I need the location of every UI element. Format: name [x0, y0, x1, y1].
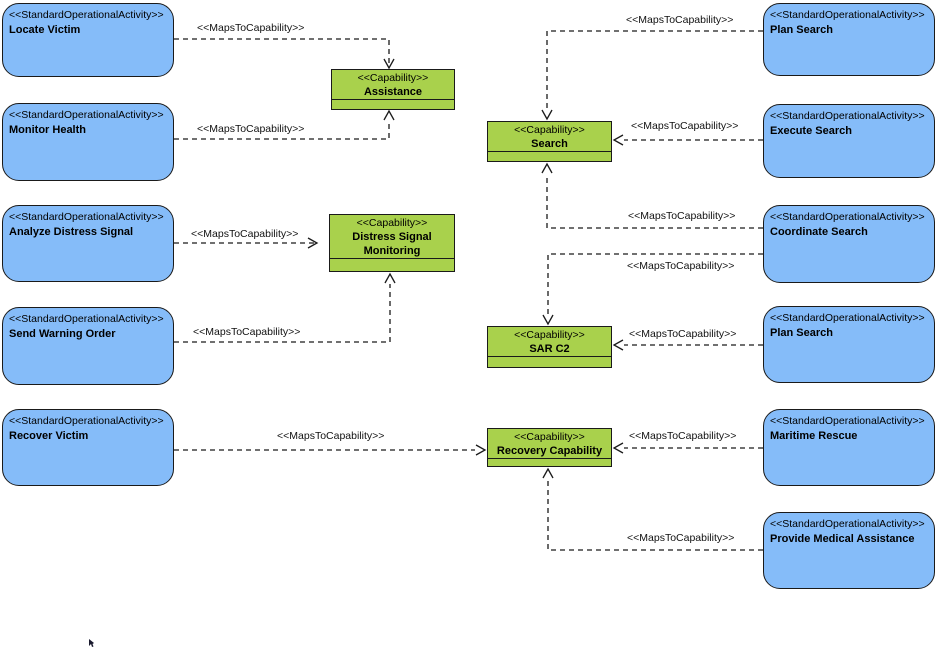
maps-to-capability-label[interactable]: <<MapsToCapability>>	[627, 532, 735, 544]
activity-name: Coordinate Search	[770, 226, 868, 238]
activity-analyze-distress-signal[interactable]: <<StandardOperationalActivity>> Analyze …	[2, 205, 174, 282]
activity-name: Analyze Distress Signal	[9, 226, 134, 238]
activity-name: Plan Search	[770, 24, 833, 36]
capability-name: Search	[531, 138, 568, 150]
activity-recover-victim[interactable]: <<StandardOperationalActivity>> Recover …	[2, 409, 174, 486]
connector-coordinate-search-to-search[interactable]	[541, 162, 763, 229]
mouse-cursor	[89, 639, 94, 647]
capability-empty-compartment	[488, 356, 611, 367]
capability-name-compartment: <<Capability>> SAR C2	[488, 327, 611, 356]
maps-to-capability-label[interactable]: <<MapsToCapability>>	[197, 123, 305, 135]
stereotype-label: <<Capability>>	[514, 329, 585, 341]
maps-to-capability-label[interactable]: <<MapsToCapability>>	[277, 430, 385, 442]
maps-to-capability-label[interactable]: <<MapsToCapability>>	[629, 328, 737, 340]
capability-assistance[interactable]: <<Capability>> Assistance	[331, 69, 455, 110]
capability-recovery-capability[interactable]: <<Capability>> Recovery Capability	[487, 428, 612, 467]
stereotype-label: <<StandardOperationalActivity>>	[9, 415, 164, 427]
stereotype-label: <<StandardOperationalActivity>>	[770, 415, 925, 427]
connector-execute-search-to-search[interactable]	[612, 134, 763, 146]
connector-monitor-health-to-assistance[interactable]	[174, 109, 395, 140]
capability-name: Distress Signal Monitoring	[352, 231, 432, 257]
capability-name: SAR C2	[529, 343, 570, 355]
activity-plan-search-2[interactable]: <<StandardOperationalActivity>> Plan Sea…	[763, 306, 935, 383]
capability-search[interactable]: <<Capability>> Search	[487, 121, 612, 162]
activity-name: Maritime Rescue	[770, 430, 858, 442]
activity-plan-search-1[interactable]: <<StandardOperationalActivity>> Plan Sea…	[763, 3, 935, 76]
stereotype-label: <<StandardOperationalActivity>>	[770, 211, 925, 223]
activity-name: Send Warning Order	[9, 328, 116, 340]
connector-maritime-rescue-to-recovery-capability[interactable]	[612, 442, 763, 454]
capability-name-compartment: <<Capability>> Search	[488, 122, 611, 151]
maps-to-capability-label[interactable]: <<MapsToCapability>>	[193, 326, 301, 338]
stereotype-label: <<StandardOperationalActivity>>	[770, 110, 925, 122]
stereotype-label: <<StandardOperationalActivity>>	[770, 312, 925, 324]
activity-name: Monitor Health	[9, 124, 86, 136]
stereotype-label: <<StandardOperationalActivity>>	[9, 313, 164, 325]
capability-empty-compartment	[330, 258, 454, 271]
connector-coordinate-search-to-sar-c2[interactable]	[542, 253, 763, 326]
activity-monitor-health[interactable]: <<StandardOperationalActivity>> Monitor …	[2, 103, 174, 181]
capability-empty-compartment	[488, 151, 611, 161]
maps-to-capability-label[interactable]: <<MapsToCapability>>	[197, 22, 305, 34]
connector-send-warning-order-to-distress-signal-monitoring[interactable]	[174, 272, 396, 343]
activity-coordinate-search[interactable]: <<StandardOperationalActivity>> Coordina…	[763, 205, 935, 283]
stereotype-label: <<Capability>>	[514, 431, 585, 443]
activity-name: Locate Victim	[9, 24, 81, 36]
maps-to-capability-label[interactable]: <<MapsToCapability>>	[626, 14, 734, 26]
activity-name: Execute Search	[770, 125, 852, 137]
stereotype-label: <<Capability>>	[356, 217, 428, 229]
maps-to-capability-label[interactable]: <<MapsToCapability>>	[628, 210, 736, 222]
maps-to-capability-label[interactable]: <<MapsToCapability>>	[631, 120, 739, 132]
activity-execute-search[interactable]: <<StandardOperationalActivity>> Execute …	[763, 104, 935, 178]
capability-name-compartment: <<Capability>> Distress Signal Monitorin…	[330, 215, 454, 258]
capability-name-compartment: <<Capability>> Assistance	[332, 70, 454, 99]
capability-distress-signal-monitoring[interactable]: <<Capability>> Distress Signal Monitorin…	[329, 214, 455, 272]
connector-recover-victim-to-recovery-capability[interactable]	[174, 444, 487, 456]
capability-name: Assistance	[363, 86, 423, 98]
stereotype-label: <<StandardOperationalActivity>>	[770, 518, 925, 530]
activity-name: Recover Victim	[9, 430, 89, 442]
activity-name: Plan Search	[770, 327, 833, 339]
maps-to-capability-label[interactable]: <<MapsToCapability>>	[627, 260, 735, 272]
capability-empty-compartment	[332, 99, 454, 109]
stereotype-label: <<Capability>>	[514, 124, 585, 136]
stereotype-label: <<StandardOperationalActivity>>	[770, 9, 925, 21]
connector-provide-medical-assistance-to-recovery-capability[interactable]	[542, 467, 763, 551]
connector-analyze-distress-signal-to-distress-signal-monitoring[interactable]	[174, 237, 319, 249]
activity-name: Provide Medical Assistance	[770, 533, 915, 545]
connector-plan-search-2-to-sar-c2[interactable]	[612, 339, 763, 351]
connector-plan-search-1-to-search[interactable]	[541, 30, 763, 121]
stereotype-label: <<StandardOperationalActivity>>	[9, 211, 164, 223]
stereotype-label: <<StandardOperationalActivity>>	[9, 9, 164, 21]
activity-maritime-rescue[interactable]: <<StandardOperationalActivity>> Maritime…	[763, 409, 935, 486]
capability-name: Recovery Capability	[496, 445, 603, 457]
connector-locate-victim-to-assistance[interactable]	[174, 38, 395, 70]
stereotype-label: <<Capability>>	[357, 72, 429, 84]
capability-sar-c2[interactable]: <<Capability>> SAR C2	[487, 326, 612, 368]
activity-provide-medical-assistance[interactable]: <<StandardOperationalActivity>> Provide …	[763, 512, 935, 589]
capability-empty-compartment	[488, 458, 611, 466]
maps-to-capability-label[interactable]: <<MapsToCapability>>	[191, 228, 299, 240]
stereotype-label: <<StandardOperationalActivity>>	[9, 109, 164, 121]
maps-to-capability-label[interactable]: <<MapsToCapability>>	[629, 430, 737, 442]
activity-locate-victim[interactable]: <<StandardOperationalActivity>> Locate V…	[2, 3, 174, 77]
activity-send-warning-order[interactable]: <<StandardOperationalActivity>> Send War…	[2, 307, 174, 385]
capability-name-compartment: <<Capability>> Recovery Capability	[488, 429, 611, 458]
